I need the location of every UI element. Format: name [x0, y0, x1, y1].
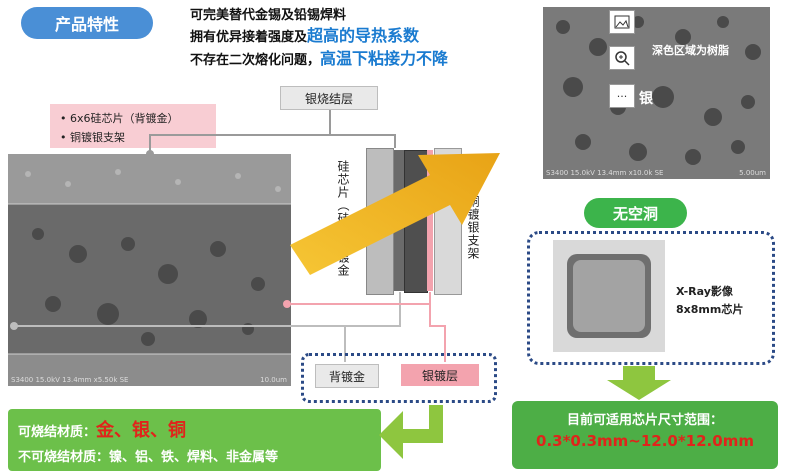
right-sem-scale: 5.00um	[739, 169, 766, 177]
silver-label-text: 银	[639, 91, 653, 107]
xray-image	[553, 240, 665, 352]
sinter-layer-label: 银烧结层	[280, 86, 378, 110]
right-sem-texture	[556, 16, 761, 165]
back-gold-legend: 背镀金	[315, 364, 379, 388]
material-box: 可烧结材质：金、银、铜 不可烧结材质：镍、铝、铁、焊料、非金属等	[8, 409, 381, 471]
zoom-icon[interactable]	[609, 46, 635, 70]
green-down-arrow	[607, 366, 671, 400]
silver-plating-legend-text: 银镀层	[421, 368, 458, 383]
top-view-sem-image: S3400 15.0kV 13.4mm x10.0k SE 5.00um	[543, 7, 770, 179]
silver-plating-legend: 银镀层	[401, 364, 479, 386]
layer-legend-box	[301, 353, 497, 403]
product-features-pill: 产品特性	[21, 7, 153, 39]
chip-note-item-1: • 6x6硅芯片（背镀金）	[60, 112, 179, 125]
chip-size-range-title: 目前可适用芯片尺寸范围：	[566, 413, 723, 428]
resin-region-label: 深色区域为树脂	[652, 42, 729, 58]
sinterable-line: 可烧结材质：金、银、铜	[18, 416, 186, 442]
sem-texture	[8, 154, 291, 386]
silver-label: 银	[639, 88, 653, 108]
chip-size-range-value: 0.3*0.3mm~12.0*12.0mm	[536, 432, 754, 450]
left-sem-caption: S3400 15.0kV 13.4mm x5.50k SE	[11, 376, 129, 384]
copper-frame-label: 铜镀银支架	[466, 195, 480, 260]
yellow-arrow	[290, 153, 500, 275]
feature-line-2: 拥有优异接着强度及超高的导热系数	[190, 22, 419, 46]
xray-box	[527, 231, 775, 365]
void-free-pill: 无空洞	[584, 198, 687, 228]
cross-section-sem-image: S3400 15.0kV 13.4mm x5.50k SE 10.0um	[8, 154, 291, 386]
back-gold-legend-text: 背镀金	[328, 369, 365, 384]
feature-line-2-prefix: 拥有优异接着强度及	[190, 30, 308, 45]
xray-chip-shape	[567, 254, 651, 338]
xray-caption-line-1: X-Ray影像	[676, 285, 733, 298]
chip-note-item-1-text: 6x6硅芯片（背镀金）	[70, 112, 179, 125]
product-features-label: 产品特性	[54, 15, 119, 34]
chip-note-item-2-text: 铜镀银支架	[70, 131, 125, 144]
chip-size-range-box: 目前可适用芯片尺寸范围： 0.3*0.3mm~12.0*12.0mm	[512, 401, 778, 469]
feature-line-1-text: 可完美替代金锡及铅锡焊料	[190, 8, 347, 23]
more-options-dots: ···	[616, 89, 628, 103]
green-bent-arrow	[379, 405, 443, 459]
silver-plating-layer	[427, 150, 433, 291]
sinter-layer-text: 银烧结层	[304, 91, 353, 106]
feature-line-3: 不存在二次熔化问题，高温下粘接力不降	[190, 45, 448, 69]
image-icon[interactable]	[609, 10, 635, 34]
resin-region-text: 深色区域为树脂	[652, 44, 729, 57]
chip-note-box: • 6x6硅芯片（背镀金） • 铜镀银支架	[50, 104, 216, 148]
feature-line-3-highlight: 高温下粘接力不降	[320, 49, 449, 68]
sinterable-label: 可烧结材质：	[18, 425, 97, 440]
sinterable-values: 金、银、铜	[96, 420, 187, 441]
right-sem-caption: S3400 15.0kV 13.4mm x10.0k SE	[546, 169, 664, 177]
feature-line-1: 可完美替代金锡及铅锡焊料	[190, 4, 346, 23]
xray-caption-line-2: 8x8mm芯片	[676, 303, 744, 316]
xray-caption: X-Ray影像 8x8mm芯片	[676, 283, 743, 319]
feature-line-3-prefix: 不存在二次熔化问题，	[190, 53, 321, 68]
non-sinterable-line: 不可烧结材质：镍、铝、铁、焊料、非金属等	[18, 450, 279, 465]
chip-note-item-2: • 铜镀银支架	[60, 131, 125, 144]
feature-line-2-highlight: 超高的导热系数	[307, 26, 420, 45]
void-free-label: 无空洞	[612, 204, 658, 223]
more-options-icon[interactable]: ···	[609, 84, 635, 108]
left-sem-scale: 10.0um	[260, 376, 287, 384]
